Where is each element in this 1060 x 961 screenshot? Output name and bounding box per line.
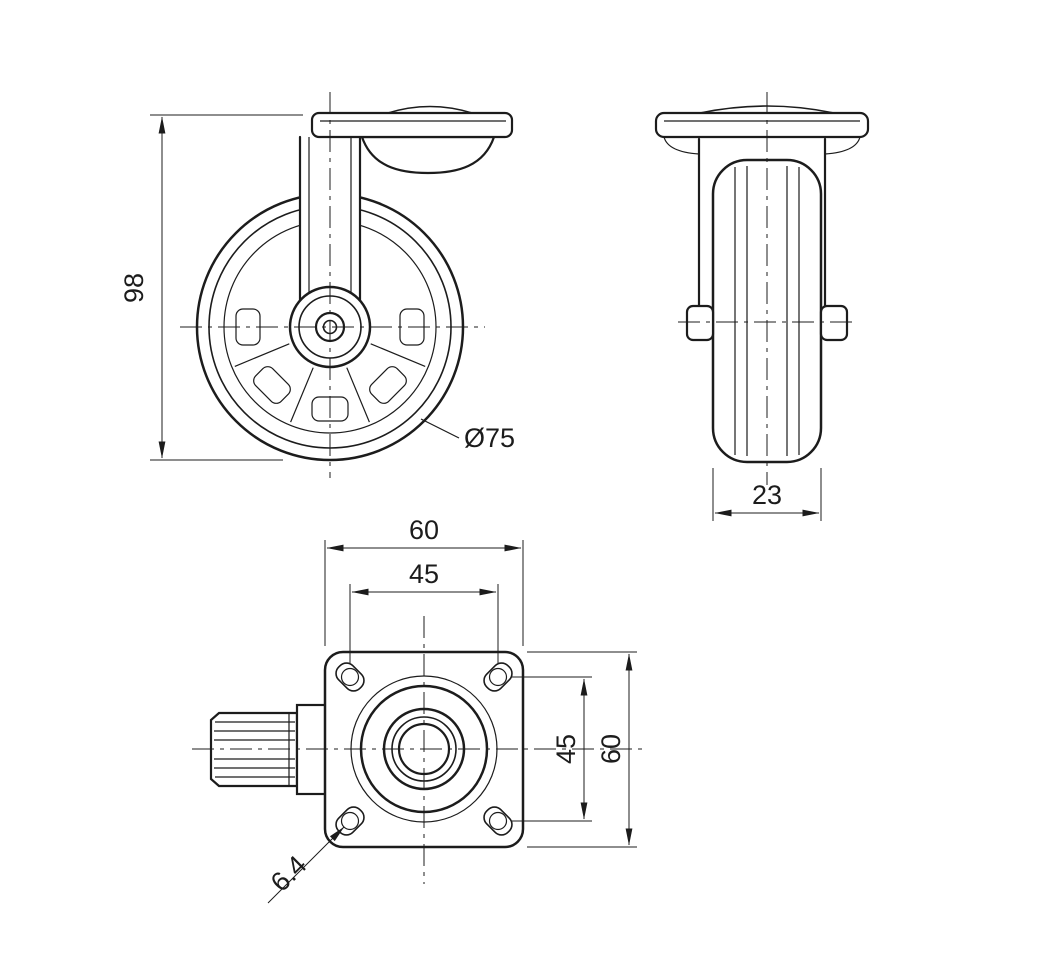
- dimension-diameter: Ø75: [420, 418, 515, 453]
- kingpin-cap: [387, 105, 473, 114]
- side-view: 23: [654, 92, 870, 521]
- dimension-plate-depth: 60: [527, 651, 637, 848]
- tread-grooves: [734, 166, 800, 456]
- dim-label-plate-depth: 60: [596, 734, 626, 764]
- bolt-holes: [335, 662, 513, 836]
- dimension-height: 98: [119, 114, 303, 461]
- dim-label-diameter: Ø75: [464, 423, 515, 453]
- bolt-hole: [483, 662, 513, 692]
- dim-label-hole-diameter: 6.4: [265, 850, 313, 898]
- dimension-plate-width: 60: [324, 515, 524, 646]
- dim-label-wheel-width: 23: [752, 480, 782, 510]
- dim-label-height: 98: [119, 273, 149, 303]
- swivel-raceway: [360, 135, 496, 175]
- fork-side: [663, 136, 861, 342]
- bolt-hole: [483, 806, 513, 836]
- dim-label-bolt-spacing-horizontal: 45: [409, 559, 439, 589]
- bolt-hole: [335, 662, 365, 692]
- swivel-fork: [298, 135, 496, 302]
- dimension-bolt-spacing-vertical: 45: [512, 676, 592, 822]
- axle-nut-right: [819, 304, 849, 342]
- dim-label-bolt-spacing-vertical: 45: [551, 734, 581, 764]
- mounting-plate-side: [654, 105, 870, 139]
- dimension-bolt-spacing-horizontal: 45: [349, 559, 499, 664]
- plate-view: 60 45 45 60 6.4: [192, 515, 648, 904]
- dim-label-plate-width: 60: [409, 515, 439, 545]
- mounting-plate-front: [310, 105, 514, 139]
- axle-nut-left: [685, 304, 715, 342]
- dimension-hole-diameter: 6.4: [265, 826, 345, 904]
- dimension-wheel-width: 23: [712, 468, 822, 521]
- spokes: [234, 343, 426, 423]
- front-view: 98 Ø75: [119, 92, 515, 478]
